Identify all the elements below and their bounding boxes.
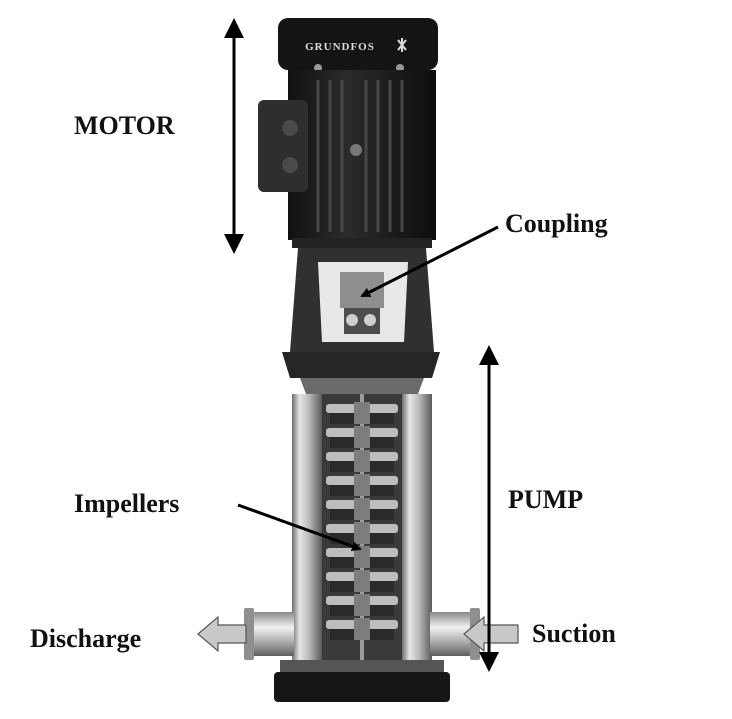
coupling-label: Coupling [505, 209, 608, 238]
coupling-housing [290, 248, 434, 352]
brand-logo: GRUNDFOS [305, 41, 375, 53]
impeller-stack [326, 402, 398, 640]
impeller [326, 546, 398, 568]
pump-base [274, 660, 450, 702]
impeller [326, 498, 398, 520]
motor-body [288, 70, 436, 240]
impeller [326, 402, 398, 424]
brand-mark-icon [397, 38, 407, 52]
impeller [326, 570, 398, 592]
pump-head [282, 352, 440, 394]
impeller [326, 594, 398, 616]
impeller [326, 618, 398, 640]
pump-label: PUMP [508, 485, 583, 514]
impellers-label: Impellers [74, 489, 179, 518]
discharge-label: Discharge [30, 624, 141, 653]
motor-span-arrow [224, 18, 244, 254]
motor-assembly: GRUNDFOS [258, 18, 438, 248]
coupling-leader-arrow [360, 225, 499, 298]
suction-flow-arrow [463, 615, 519, 653]
impellers-leader-arrow [237, 503, 362, 551]
impeller [326, 450, 398, 472]
motor-top-cover [278, 18, 438, 70]
motor-cooling-fins [316, 80, 404, 232]
discharge-flow-arrow [197, 615, 247, 653]
impeller [326, 522, 398, 544]
motor-label: MOTOR [74, 111, 175, 140]
suction-label: Suction [532, 619, 616, 648]
discharge-nozzle [244, 608, 294, 660]
impeller [326, 474, 398, 496]
impeller [326, 426, 398, 448]
terminal-box [258, 100, 308, 192]
pump-span-arrow [479, 345, 499, 672]
